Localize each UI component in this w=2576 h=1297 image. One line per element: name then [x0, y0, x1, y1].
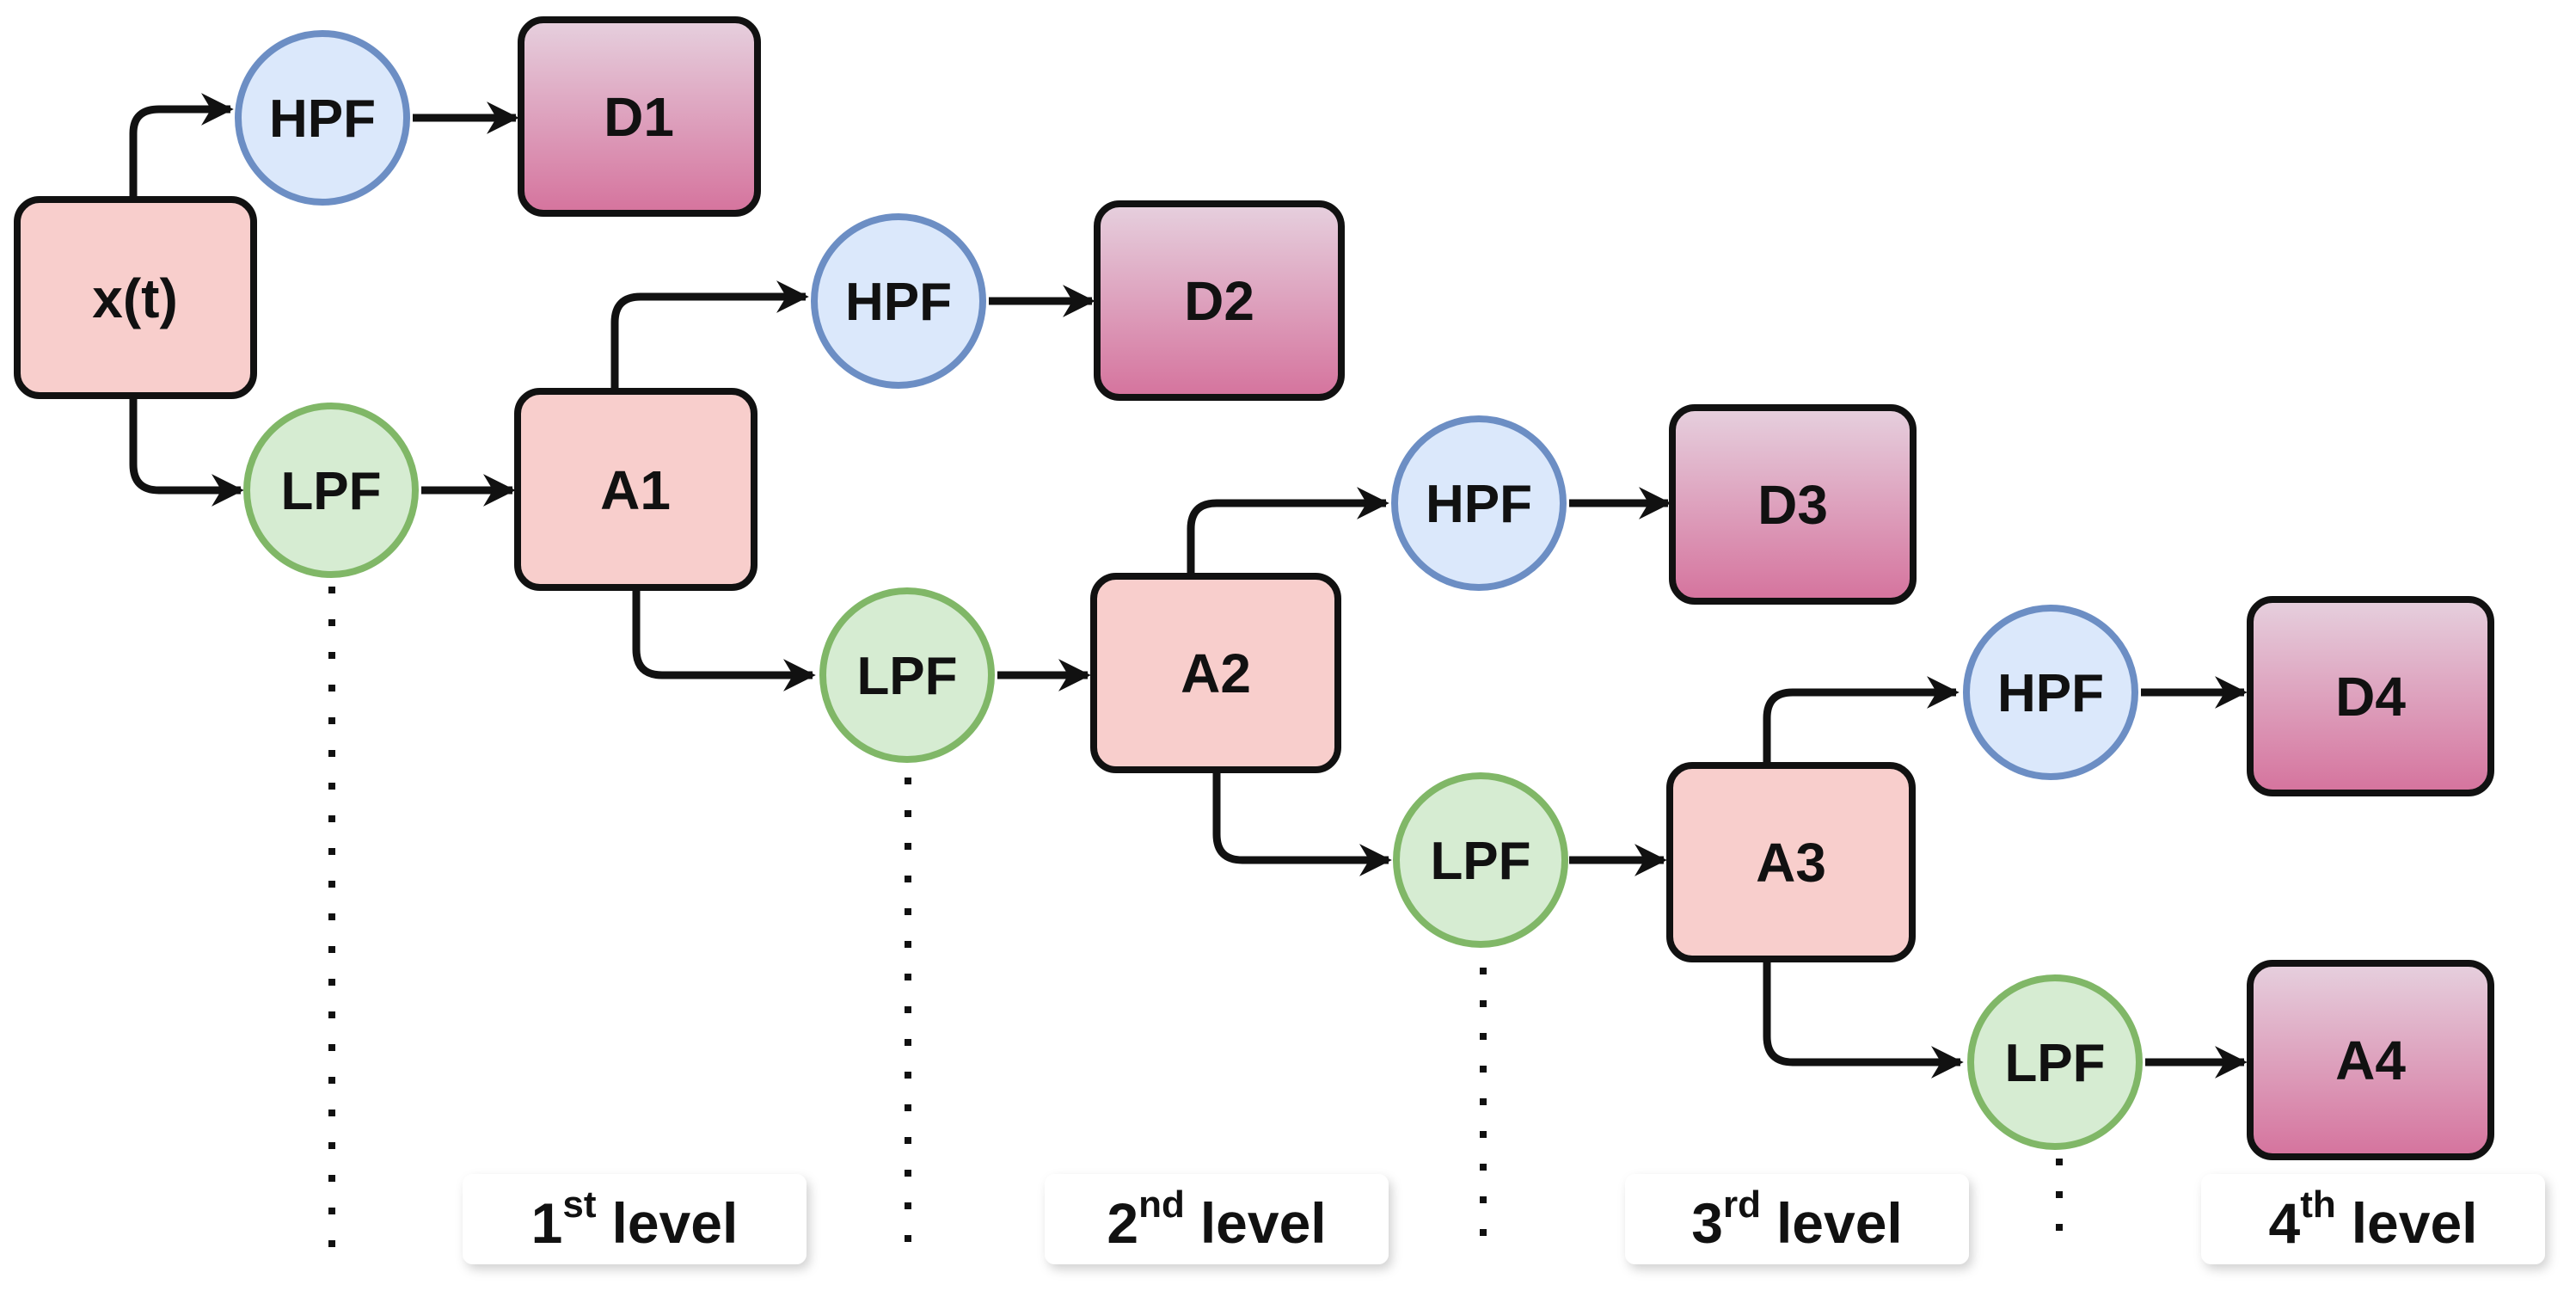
- detail-node-d1: D1: [518, 16, 761, 217]
- level-superscript: th: [2300, 1183, 2336, 1226]
- connector-a3-to-lpf4: [1763, 959, 1964, 1079]
- hpf-node-level-1: HPF: [235, 30, 410, 206]
- lpf-node-level-1: LPF: [243, 403, 419, 578]
- connector-a2-to-hpf3: [1187, 487, 1389, 576]
- lpf-label: LPF: [280, 462, 381, 521]
- level-word: level: [612, 1191, 739, 1255]
- approx-label-a4: A4: [2335, 1030, 2406, 1091]
- lpf-label: LPF: [2004, 1034, 2105, 1093]
- lpf-label: LPF: [856, 647, 957, 706]
- hpf-label: HPF: [1997, 664, 2104, 723]
- level-superscript: st: [562, 1183, 596, 1226]
- approx-node-a3: A3: [1666, 762, 1916, 962]
- level-word: level: [2352, 1191, 2478, 1255]
- level-superscript: rd: [1723, 1183, 1761, 1226]
- connector-a1-to-hpf2: [610, 280, 809, 391]
- approx-node-a2: A2: [1090, 573, 1341, 773]
- approx-node-a1: A1: [514, 388, 757, 591]
- input-node-label: x(t): [92, 267, 178, 329]
- level-word: level: [1200, 1191, 1327, 1255]
- connector-a1-to-lpf2: [632, 589, 816, 692]
- detail-label-d4: D4: [2335, 666, 2406, 728]
- level-number: 1: [531, 1191, 563, 1255]
- detail-label-d1: D1: [604, 86, 674, 148]
- approx-node-a4: A4: [2247, 960, 2494, 1160]
- hpf-node-level-4: HPF: [1963, 605, 2138, 780]
- approx-label-a3: A3: [1756, 832, 1826, 894]
- hpf-label: HPF: [1426, 475, 1532, 534]
- level-number: 3: [1691, 1191, 1723, 1255]
- hpf-label: HPF: [269, 89, 376, 149]
- lpf-node-level-4: LPF: [1967, 974, 2143, 1150]
- hpf-node-level-3: HPF: [1391, 415, 1567, 591]
- level-superscript: nd: [1138, 1183, 1185, 1226]
- connector-x-to-hpf1: [129, 93, 234, 200]
- approx-label-a1: A1: [600, 459, 671, 521]
- connector-x-to-lpf1: [129, 396, 244, 507]
- detail-node-d2: D2: [1094, 200, 1345, 401]
- lpf-node-level-2: LPF: [819, 587, 995, 763]
- level-number: 2: [1107, 1191, 1138, 1255]
- detail-label-d2: D2: [1184, 270, 1254, 332]
- detail-node-d3: D3: [1669, 404, 1917, 605]
- connector-a3-to-hpf4: [1763, 676, 1960, 765]
- hpf-label: HPF: [845, 273, 952, 332]
- lpf-node-level-3: LPF: [1393, 772, 1568, 948]
- input-node: x(t): [14, 196, 257, 399]
- lpf-label: LPF: [1430, 832, 1530, 891]
- hpf-node-level-2: HPF: [811, 213, 986, 389]
- level-number: 4: [2268, 1191, 2300, 1255]
- detail-node-d4: D4: [2247, 596, 2494, 796]
- level-word: level: [1776, 1191, 1903, 1255]
- detail-label-d3: D3: [1757, 474, 1828, 536]
- connector-a2-to-lpf3: [1212, 770, 1392, 876]
- approx-label-a2: A2: [1181, 642, 1251, 704]
